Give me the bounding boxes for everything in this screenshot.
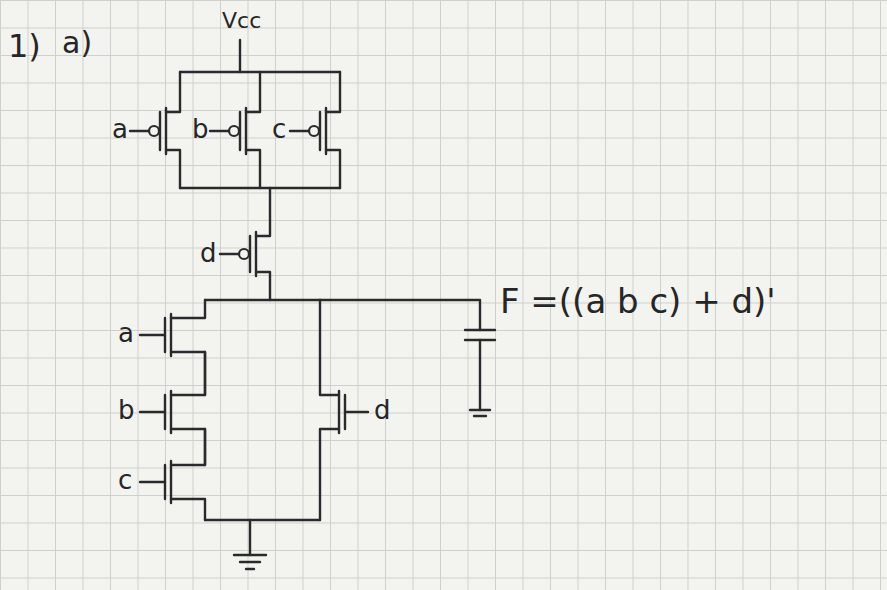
pmos-channel [325,108,327,154]
inverter-bubble [149,126,159,136]
capacitor-wire [479,340,481,410]
drain-wire [171,352,205,395]
source-wire [256,188,270,236]
ground-symbol [246,568,254,570]
drain-wire [171,300,205,318]
drain-wire [256,272,270,300]
drain-wire [166,150,180,188]
drain-wire [320,300,339,395]
source-wire [320,429,339,520]
source-wire [326,72,340,112]
signal-name: a [112,116,128,142]
output-expression: F =((a b c) + d)' [500,284,776,318]
gate-input-wire [220,253,239,255]
supply-name: Vcc [222,10,261,32]
gate-input-wire [290,130,309,132]
ground-symbol [470,409,490,411]
inverter-bubble [309,126,319,136]
signal-name: b [192,116,209,142]
gate-input-wire [210,130,229,132]
capacitor-plate [465,329,495,331]
ground-symbol [234,554,266,556]
nmos-channel [338,391,340,433]
output-node-wire [205,299,320,301]
inverter-bubble [239,249,249,259]
source-wire [246,72,260,112]
ground-wire [249,520,251,555]
pmos-channel [245,108,247,154]
nmos-channel [170,314,172,356]
signal-name: d [200,240,217,266]
gate-input-wire [140,411,165,413]
source-wire [166,72,180,112]
signal-name: b [118,397,135,423]
nmos-channel [170,391,172,433]
gate-input-wire [130,130,149,132]
source-wire [171,499,205,520]
inverter-bubble [229,126,239,136]
pmos-channel [255,232,257,276]
problem-number: 1) [8,30,41,62]
source-wire [171,429,205,465]
source-wire [171,352,205,395]
part-letter: a) [62,28,92,58]
gate-input-wire [345,411,368,413]
pmos-channel [165,108,167,154]
signal-name: d [374,397,391,423]
vcc-wire [239,40,241,72]
ground-rail [205,519,320,521]
drain-wire [246,150,260,188]
gate-input-wire [140,334,165,336]
drain-wire [326,150,340,188]
nmos-channel [170,461,172,503]
signal-name: c [272,116,286,142]
gate-input-wire [140,481,165,483]
ground-symbol [240,561,260,563]
output-wire [320,300,480,330]
ground-symbol [474,415,486,417]
drain-wire [171,429,205,465]
signal-name: a [118,320,134,346]
signal-name: c [118,467,132,493]
